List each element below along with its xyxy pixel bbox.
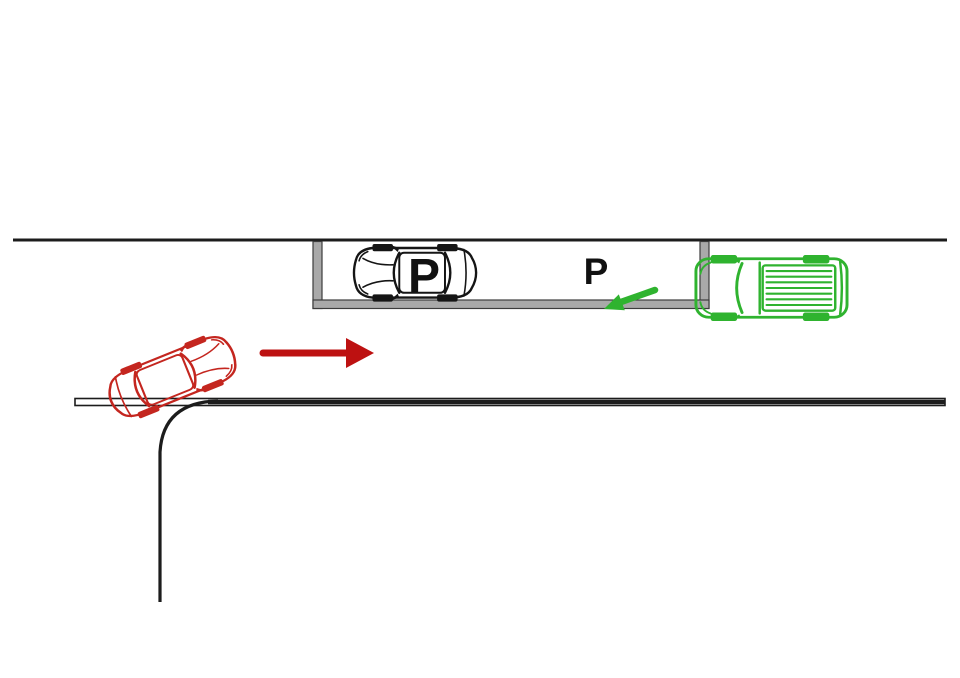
side-road-junction-edge	[158, 399, 219, 602]
parking-letter-left-bay: P	[408, 250, 440, 303]
red-arrow-head	[346, 338, 374, 368]
green-reversing-arrow	[604, 286, 659, 311]
bay-wall-right	[699, 240, 710, 310]
green-arrow-head	[604, 294, 625, 311]
bay-wall-left	[312, 240, 323, 310]
road-markings	[13, 238, 947, 602]
red-direction-arrow	[259, 338, 374, 368]
green-arrow-shaft	[617, 286, 659, 306]
parking-bay-walls	[312, 240, 710, 310]
bay-wall-bottom	[312, 299, 710, 310]
red-car	[100, 326, 244, 428]
green-pickup-truck	[694, 253, 849, 323]
parking-letter-right-bay: P	[584, 251, 609, 292]
